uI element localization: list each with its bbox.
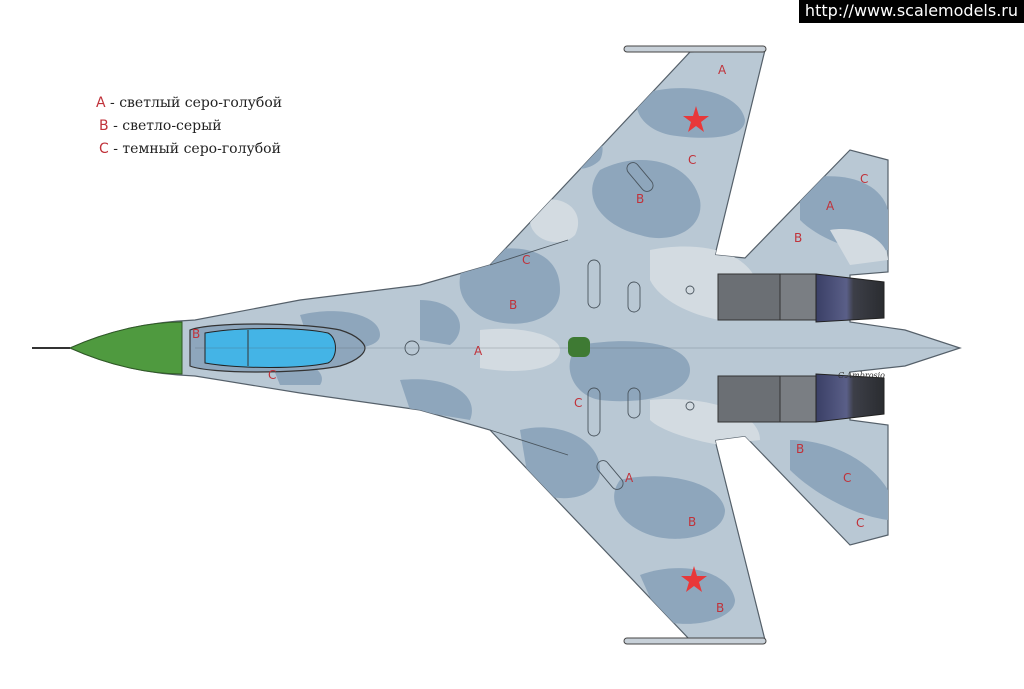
zone-label: A xyxy=(625,471,634,485)
zone-labels: A C B C A B C B B A C B C A B C B C A xyxy=(192,63,868,615)
zone-label: A xyxy=(474,344,483,358)
canopy xyxy=(189,323,366,373)
zone-label: C xyxy=(574,396,582,410)
zone-label: B xyxy=(716,601,724,615)
camouflage xyxy=(270,88,888,624)
legend-text: - темный серо-голубой xyxy=(113,141,281,157)
zone-label: A xyxy=(826,199,835,213)
zone-label: B xyxy=(509,298,517,312)
watermark: http://www.scalemodels.ru xyxy=(798,0,1024,23)
zone-label: B xyxy=(636,192,644,206)
legend: A - светлый серо-голубой B - светло-серы… xyxy=(96,92,282,161)
zone-label: C xyxy=(268,368,276,382)
legend-text: - светлый серо-голубой xyxy=(110,95,283,111)
legend-item-a: A - светлый серо-голубой xyxy=(96,92,282,115)
wingtip-rails xyxy=(623,45,767,645)
engine-nozzles xyxy=(815,273,885,423)
zone-label: A xyxy=(718,63,727,77)
red-star-bottom xyxy=(681,566,707,592)
intake-green-panel xyxy=(568,337,590,357)
engine-bays xyxy=(717,273,817,423)
legend-letter: C xyxy=(99,141,109,157)
zone-label: C xyxy=(522,253,530,267)
legend-text: - светло-серый xyxy=(113,118,222,134)
red-star-top xyxy=(683,106,709,132)
zone-label: B xyxy=(192,327,200,341)
zone-label: B xyxy=(794,231,802,245)
zone-label: C xyxy=(856,516,864,530)
legend-item-c: C - темный серо-голубой xyxy=(99,138,282,161)
zone-label: C xyxy=(843,471,851,485)
zone-label: C xyxy=(860,172,868,186)
zone-label: B xyxy=(688,515,696,529)
artist-signature: C.Ambrosio xyxy=(838,371,885,380)
legend-letter: A xyxy=(96,95,106,111)
legend-item-b: B - светло-серый xyxy=(99,115,282,138)
legend-letter: B xyxy=(99,118,109,134)
zone-label: C xyxy=(688,153,696,167)
nose-radome xyxy=(32,321,183,375)
zone-label: B xyxy=(796,442,804,456)
